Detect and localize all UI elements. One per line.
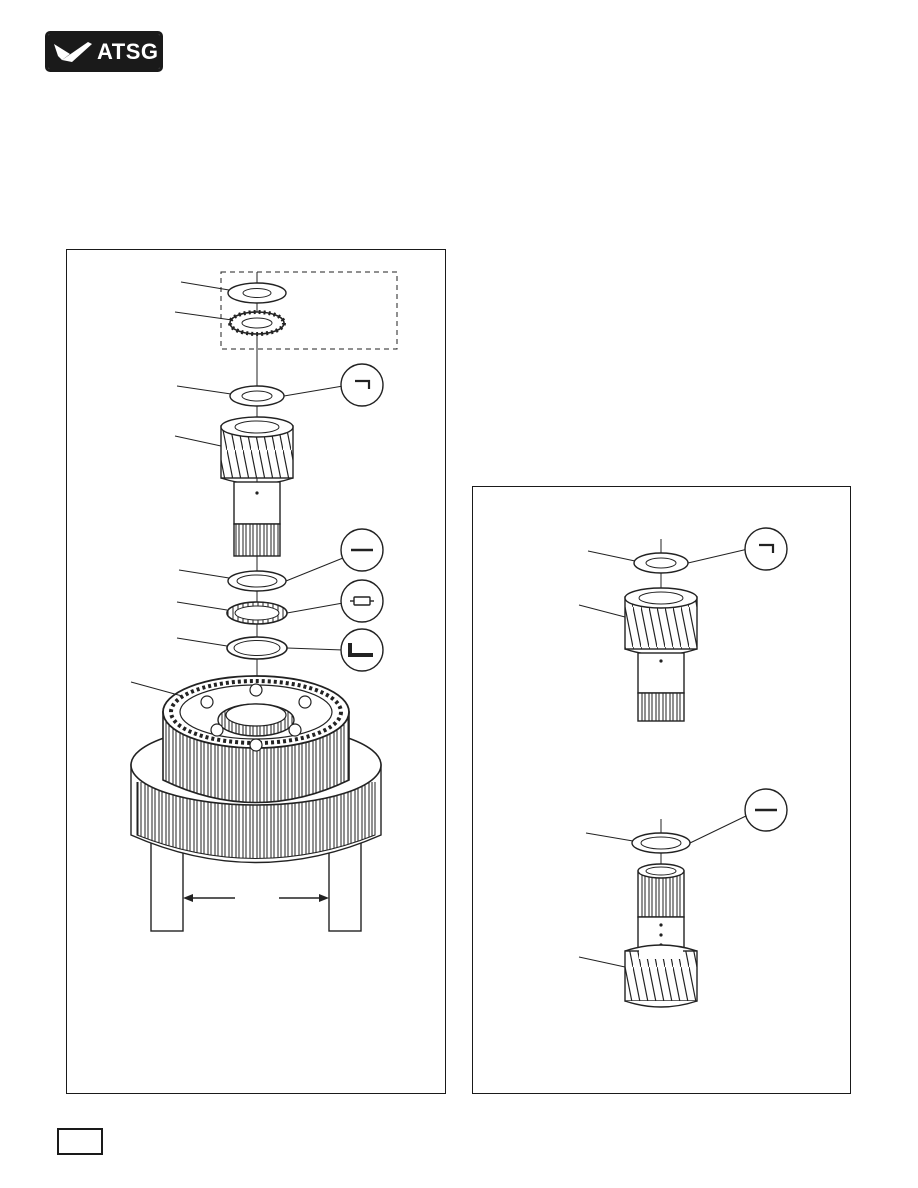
thrust-washer-l	[176, 628, 384, 672]
logo-text: ATSG	[97, 39, 159, 64]
logo-background	[48, 34, 160, 69]
figure-right-panel	[472, 486, 851, 1094]
thrust-washer-top	[180, 281, 287, 304]
sun-gear-diagram	[578, 527, 788, 1008]
roller-bearing-top	[174, 310, 286, 336]
callout-l-washer-icon	[340, 363, 384, 407]
jet-icon	[54, 42, 92, 62]
callout-l-thrust-icon	[340, 628, 384, 672]
planetary-exploded-diagram	[130, 271, 398, 932]
callout-l-washer-icon-right	[744, 527, 788, 571]
sun-gear-lower-view	[578, 788, 788, 1008]
atsg-logo: ATSG	[45, 31, 163, 72]
sun-gear-upper-view	[578, 527, 788, 722]
planetary-carrier	[130, 675, 382, 932]
thrust-washer-flat	[178, 528, 384, 592]
selective-washer-upper	[176, 363, 384, 407]
page-number-box	[57, 1128, 103, 1155]
needle-bearing	[176, 579, 384, 625]
figure-left-panel	[66, 249, 446, 1094]
sun-gear-shaft	[174, 416, 294, 557]
